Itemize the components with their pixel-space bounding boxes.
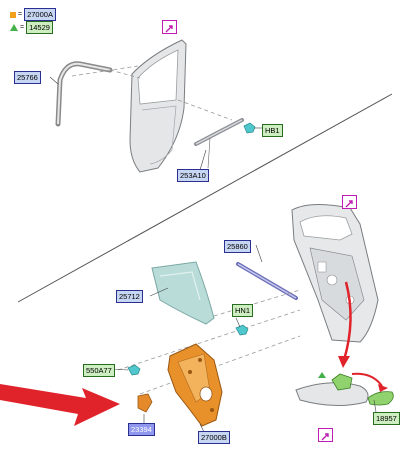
red-curve-arrow bbox=[342, 281, 352, 361]
clip-hn1 bbox=[235, 324, 249, 336]
handle-red-arrow bbox=[351, 372, 383, 387]
orange-square-icon bbox=[10, 11, 16, 18]
weatherstrip-highlight bbox=[57, 62, 111, 125]
door-glass-part bbox=[151, 261, 215, 325]
handle-assembly-part bbox=[295, 382, 369, 407]
red-callout-arrow bbox=[0, 384, 120, 426]
label-550a77[interactable]: 550A77 bbox=[83, 364, 115, 377]
green-triangle-icon bbox=[10, 24, 18, 31]
label-hb1[interactable]: HB1 bbox=[262, 124, 283, 137]
label-25860[interactable]: 25860 bbox=[224, 240, 251, 253]
legend-orange: = 27000A bbox=[10, 8, 56, 21]
label-hn1[interactable]: HN1 bbox=[232, 304, 254, 317]
weatherstrip-part bbox=[55, 61, 113, 127]
clip-hb1 bbox=[243, 122, 256, 134]
separator-line bbox=[17, 93, 393, 303]
green-triangle-marker bbox=[318, 372, 326, 378]
clip-550a77 bbox=[127, 364, 141, 376]
door-window-opening bbox=[137, 49, 179, 105]
outer-handle-part bbox=[367, 391, 394, 406]
edit-icon[interactable] bbox=[318, 428, 333, 442]
legend-green-code: 14529 bbox=[26, 21, 53, 34]
label-25712[interactable]: 25712 bbox=[116, 290, 143, 303]
label-18957[interactable]: 18957 bbox=[373, 412, 400, 425]
label-23394[interactable]: 23394 bbox=[128, 423, 155, 436]
edit-icon[interactable] bbox=[162, 20, 177, 34]
legend-green: = 14529 bbox=[10, 21, 53, 34]
label-253a10[interactable]: 253A10 bbox=[177, 169, 209, 182]
label-25766[interactable]: 25766 bbox=[14, 71, 41, 84]
legend-orange-code: 27000A bbox=[24, 8, 56, 21]
motor-part bbox=[137, 393, 153, 413]
handle-green-part bbox=[331, 373, 353, 391]
label-27000b[interactable]: 27000B bbox=[198, 431, 230, 444]
edit-icon[interactable] bbox=[342, 195, 357, 209]
